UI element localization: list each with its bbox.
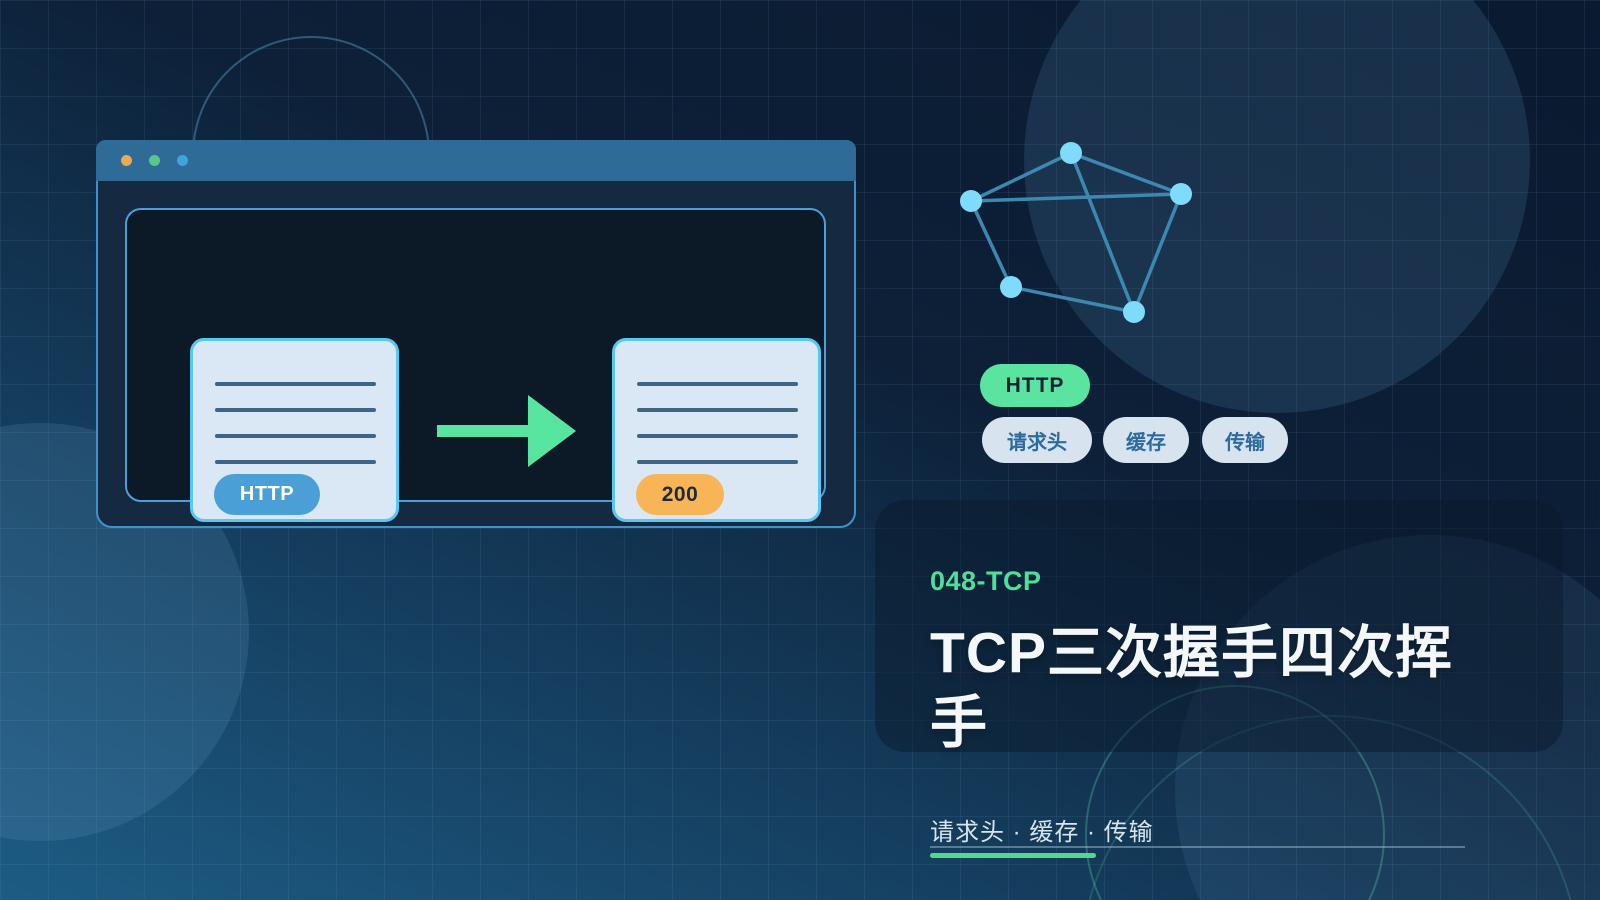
graph-nodes: [960, 142, 1192, 323]
browser-content-panel: HTTP 200: [125, 208, 826, 522]
doc-line: [637, 408, 798, 412]
title-card: 048-TCP TCP三次握手四次挥手: [875, 500, 1563, 755]
traffic-light-blue-icon: [177, 155, 188, 166]
tag-request-headers: 请求头: [982, 417, 1092, 463]
page-title: TCP三次握手四次挥手: [930, 621, 1453, 755]
browser-titlebar: [96, 140, 856, 181]
graph-edges: [969, 151, 1183, 314]
doc-line: [215, 408, 376, 412]
status-200-badge: 200: [636, 474, 724, 515]
doc-line: [215, 382, 376, 386]
doc-line: [215, 434, 376, 438]
tag-cache: 缓存: [1103, 417, 1189, 463]
browser-window: HTTP 200: [96, 140, 856, 528]
response-document-card: 200: [612, 338, 821, 522]
doc-line: [637, 460, 798, 464]
arrow-right-icon: [437, 395, 576, 467]
episode-kicker: 048-TCP: [930, 566, 1042, 596]
tag-transport: 传输: [1202, 417, 1288, 463]
doc-line: [215, 460, 376, 464]
subtitle: 请求头 · 缓存 · 传输: [930, 819, 1154, 846]
accent-underline: [930, 853, 1096, 858]
doc-line: [637, 434, 798, 438]
footer-divider: [930, 846, 1465, 848]
request-document-card: HTTP: [190, 338, 399, 522]
doc-line: [637, 382, 798, 386]
traffic-light-green-icon: [149, 155, 160, 166]
traffic-light-orange-icon: [121, 155, 132, 166]
network-graph: [960, 142, 1192, 323]
http-badge: HTTP: [214, 474, 320, 515]
tag-http: HTTP: [980, 364, 1090, 407]
decor-circle-topright: [1024, 0, 1530, 413]
